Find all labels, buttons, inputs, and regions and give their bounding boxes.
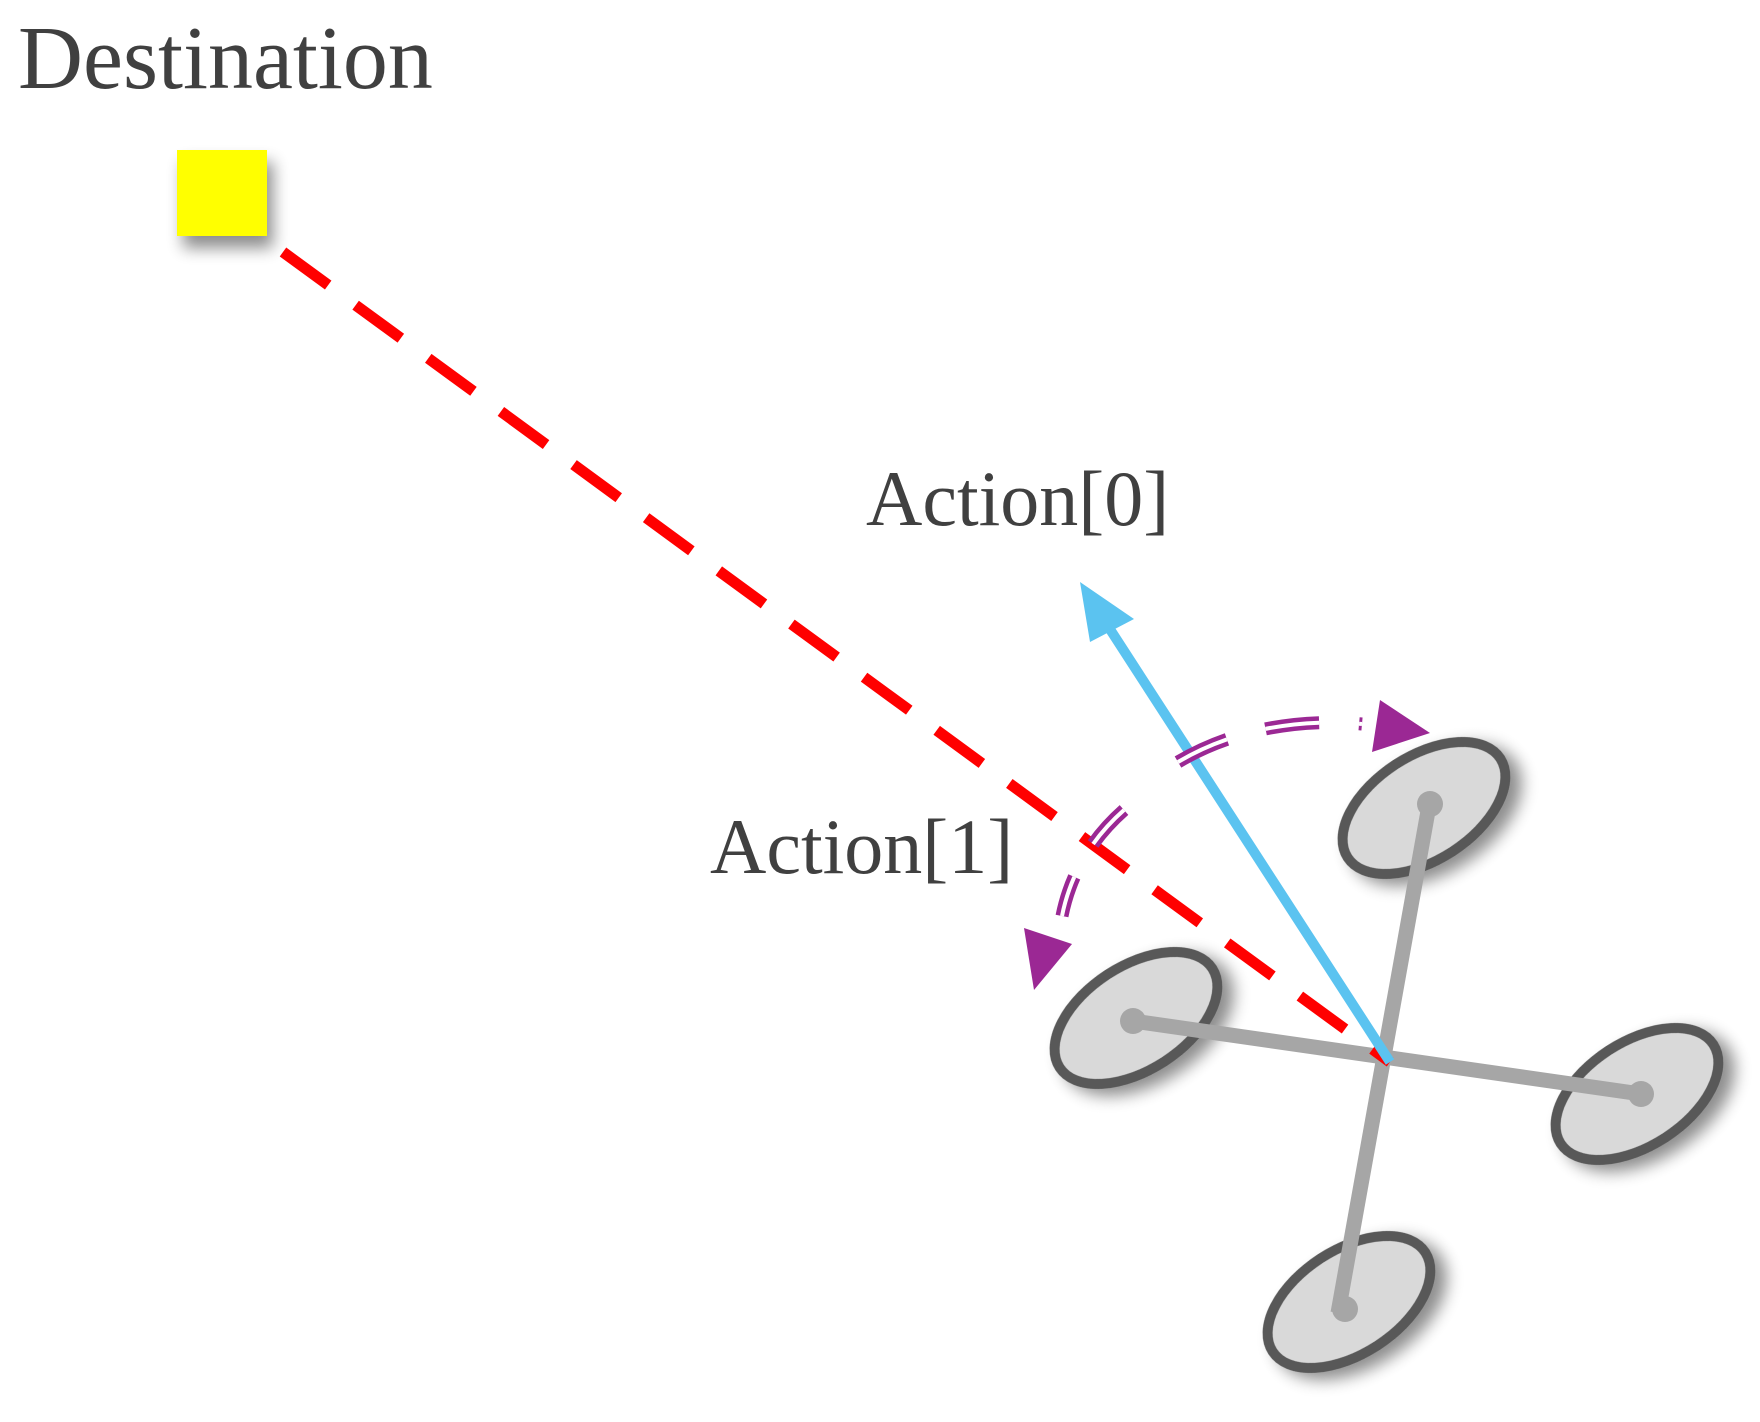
destination-marker bbox=[177, 150, 267, 236]
destination-label: Destination bbox=[18, 9, 433, 108]
path-to-destination-line bbox=[279, 247, 1394, 1067]
motor-hub-right bbox=[1628, 1081, 1654, 1107]
motor-hub-left bbox=[1120, 1008, 1146, 1034]
action0-label: Action[0] bbox=[866, 455, 1170, 542]
motor-hub-top bbox=[1417, 791, 1443, 817]
action1-label: Action[1] bbox=[710, 803, 1014, 890]
action0-arrow bbox=[1080, 582, 1395, 1065]
motor-hub-bottom bbox=[1332, 1296, 1358, 1322]
action1-rotation-arrow bbox=[1024, 700, 1430, 990]
